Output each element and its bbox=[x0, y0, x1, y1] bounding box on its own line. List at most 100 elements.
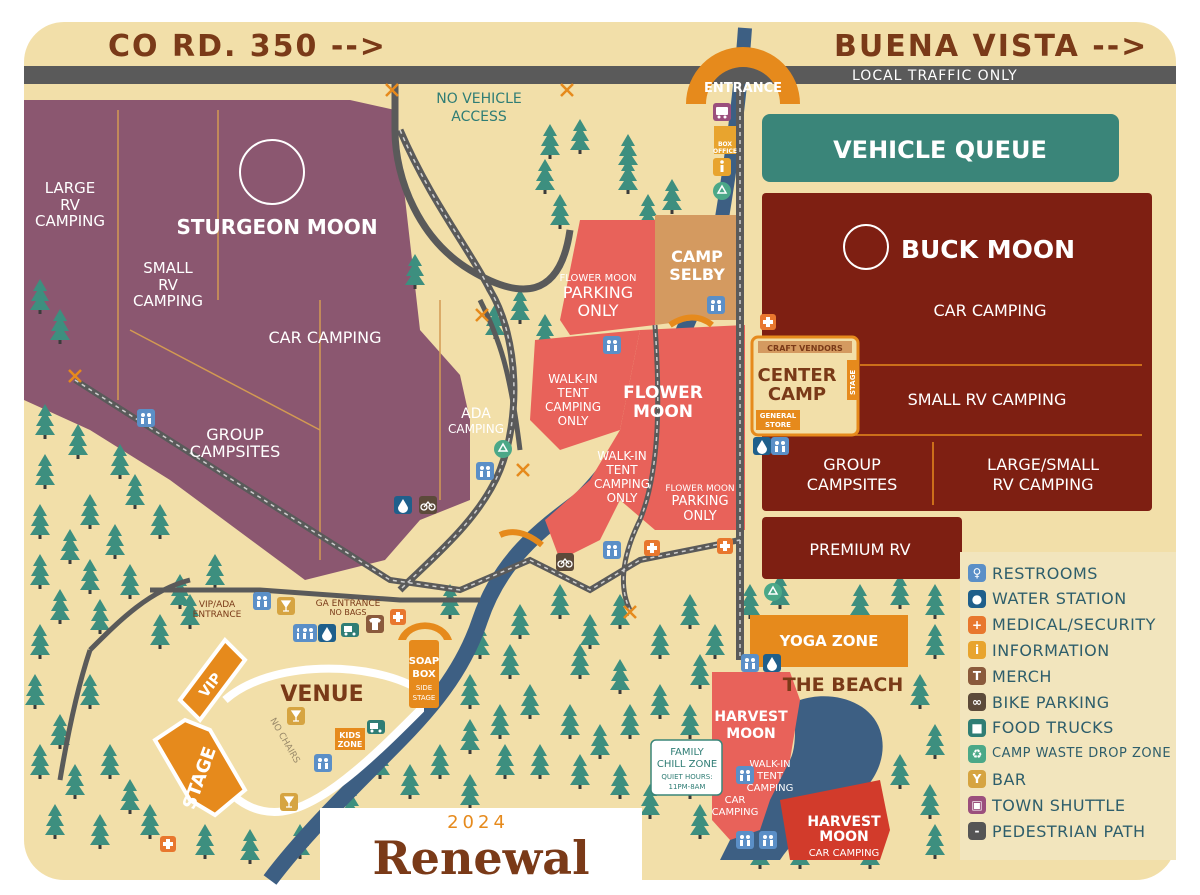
legend-item: ▣TOWN SHUTTLE bbox=[968, 794, 1125, 816]
family-chill-zone bbox=[650, 739, 723, 796]
harvest-moon-area bbox=[712, 672, 800, 840]
flower-parking-label-2: PARKING bbox=[563, 283, 633, 302]
soap-box-label-2: BOX bbox=[412, 669, 436, 680]
vehicle-queue-area bbox=[762, 114, 1119, 182]
legend-item: ● WATER STATION bbox=[968, 588, 1127, 610]
co-rd-label: CO RD. 350 --> bbox=[108, 29, 387, 64]
legend-item: ■ FOOD TRUCKS bbox=[968, 717, 1114, 739]
large-rv-label-3: CAMPING bbox=[35, 212, 105, 230]
small-rv-label: SMALL bbox=[143, 259, 193, 277]
large-rv-label-2: RV bbox=[60, 196, 81, 214]
food-truck-icon: ■ bbox=[968, 718, 986, 737]
buck-large-small-label-2: RV CAMPING bbox=[993, 475, 1094, 494]
water-drop-icon: ● bbox=[968, 589, 986, 608]
entrance-label: ENTRANCE bbox=[704, 81, 782, 96]
hm-walk-in-label-2: TENT bbox=[756, 771, 784, 782]
flower-moon-area bbox=[545, 325, 745, 560]
legend-item: ♀ RESTROOMS bbox=[968, 562, 1098, 584]
buck-group-label-2: CAMPSITES bbox=[807, 475, 897, 494]
legend-label: FOOD TRUCKS bbox=[992, 718, 1114, 738]
legend-item: + MEDICAL/SECURITY bbox=[968, 614, 1156, 636]
shuttle-icon: ▣ bbox=[968, 796, 986, 815]
camp-selby-label: CAMP bbox=[671, 247, 723, 266]
family-label: FAMILY bbox=[670, 747, 704, 758]
buck-group-label: GROUP bbox=[823, 455, 881, 474]
venue-path bbox=[206, 664, 424, 816]
vip-ada-label-2: ENTRANCE bbox=[193, 610, 242, 620]
legend-item: ♻CAMP WASTE DROP ZONE bbox=[968, 743, 1171, 765]
hm-car-label-2: CAMPING bbox=[712, 807, 759, 818]
craft-vendors-label: CRAFT VENDORS bbox=[767, 344, 843, 353]
flower-parking-label-b3: ONLY bbox=[683, 509, 716, 524]
venue-label: VENUE bbox=[280, 682, 363, 707]
medical-cross-icon: + bbox=[968, 615, 986, 634]
side-stage-label-2: STAGE bbox=[413, 694, 436, 702]
sturgeon-moon-icon bbox=[239, 139, 305, 205]
flower-moon-label: FLOWER bbox=[623, 383, 703, 403]
vehicle-queue-label: VEHICLE QUEUE bbox=[833, 136, 1047, 164]
hm-car-label: CAR bbox=[725, 795, 746, 806]
small-rv-label-3: CAMPING bbox=[133, 292, 203, 310]
walk-in-area-1 bbox=[530, 330, 640, 450]
large-rv-label: LARGE bbox=[45, 179, 96, 197]
harvest-moon-label: HARVEST bbox=[714, 709, 788, 725]
legend-item: T MERCH bbox=[968, 665, 1052, 687]
bike-icon: ∞ bbox=[968, 693, 986, 711]
vip-ada-label: VIP/ADA bbox=[199, 600, 236, 610]
quiet-hours-label-2: 11PM-8AM bbox=[669, 783, 706, 791]
kids-zone-label: KIDS bbox=[339, 731, 361, 740]
yoga-zone-label: YOGA ZONE bbox=[779, 632, 879, 650]
walk-in-label-3: CAMPING bbox=[545, 400, 601, 414]
general-store-label: GENERAL bbox=[760, 412, 797, 420]
side-stage-label: SIDE bbox=[416, 684, 432, 692]
legend-label: BIKE PARKING bbox=[992, 692, 1110, 712]
flower-parking-label-b2: PARKING bbox=[671, 494, 728, 509]
info-icon: i bbox=[968, 641, 986, 660]
bar-icon: Y bbox=[968, 770, 986, 789]
walk-in-label-b4: ONLY bbox=[607, 491, 639, 505]
box-office-label-2: OFFICE bbox=[713, 148, 737, 155]
no-vehicle-label: NO VEHICLE bbox=[436, 91, 521, 107]
legend-label: MERCH bbox=[992, 666, 1052, 686]
flower-parking-label: FLOWER MOON bbox=[559, 273, 636, 284]
main-stage bbox=[152, 717, 248, 818]
legend-label: CAMP WASTE DROP ZONE bbox=[992, 746, 1172, 762]
legend-item: ∞ BIKE PARKING bbox=[968, 691, 1110, 713]
kids-zone bbox=[335, 728, 365, 750]
legend-label: BAR bbox=[992, 769, 1027, 789]
restroom-icon: ♀ bbox=[968, 564, 986, 582]
quiet-hours-label: QUIET HOURS: bbox=[661, 773, 712, 781]
the-beach-label: THE BEACH bbox=[783, 674, 903, 696]
vip-area bbox=[177, 636, 248, 724]
flower-parking-label-b: FLOWER MOON bbox=[665, 484, 734, 494]
ada-camping-label-2: CAMPING bbox=[448, 422, 504, 436]
harvest-moon-car-label-2: MOON bbox=[819, 829, 868, 845]
ada-camping-label: ADA bbox=[461, 406, 491, 422]
walk-in-label-b2: TENT bbox=[605, 463, 638, 477]
legend-item: Y BAR bbox=[968, 768, 1027, 790]
harvest-moon-car-area bbox=[780, 780, 890, 860]
walk-in-label-b: WALK-IN bbox=[597, 449, 647, 463]
legend-label: WATER STATION bbox=[992, 589, 1127, 609]
hm-walk-in-label-3: CAMPING bbox=[747, 783, 794, 794]
flower-moon-parking-area bbox=[560, 220, 655, 335]
car-camping-label: CAR CAMPING bbox=[269, 328, 382, 347]
family-label-2: CHILL ZONE bbox=[657, 759, 717, 770]
general-store-label-2: STORE bbox=[765, 421, 791, 429]
title-card bbox=[320, 808, 642, 888]
walk-in-label-2: TENT bbox=[556, 386, 589, 400]
legend-label: PEDESTRIAN PATH bbox=[992, 821, 1146, 841]
kids-zone-label-2: ZONE bbox=[338, 740, 363, 749]
legend-label: RESTROOMS bbox=[992, 563, 1098, 583]
hm-walk-in-label: WALK-IN bbox=[749, 759, 790, 770]
soap-box-label: SOAP bbox=[409, 656, 440, 667]
local-traffic-label: LOCAL TRAFFIC ONLY bbox=[852, 68, 1018, 84]
legend-label: MEDICAL/SECURITY bbox=[992, 615, 1156, 635]
box-office-label: BOX bbox=[718, 141, 732, 148]
harvest-moon-label-2: MOON bbox=[726, 726, 775, 742]
legend-label: INFORMATION bbox=[992, 640, 1110, 660]
shirt-icon: T bbox=[968, 667, 986, 686]
buck-car-camping-label: CAR CAMPING bbox=[934, 301, 1047, 320]
sturgeon-moon-title: STURGEON MOON bbox=[176, 215, 377, 239]
no-vehicle-label-2: ACCESS bbox=[451, 109, 507, 125]
